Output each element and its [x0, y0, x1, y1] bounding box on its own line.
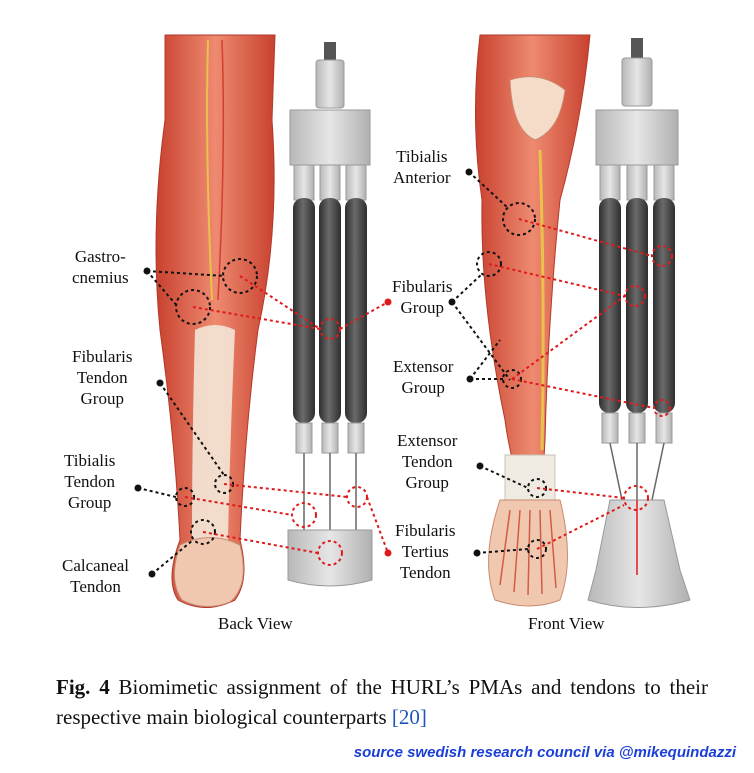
label-line: Calcaneal	[62, 556, 130, 575]
label-line: Group	[405, 473, 449, 492]
label-extensor-tendon-group: Extensor Tendon Group	[397, 430, 457, 493]
label-extensor-group: Extensor Group	[393, 356, 453, 398]
back-calcaneal-tendon-shape	[192, 325, 235, 544]
label-line: Tendon	[70, 577, 121, 596]
label-tibialis-tendon-group: Tibialis Tendon Group	[64, 450, 115, 513]
label-line: Tendon	[76, 368, 128, 387]
label-fibularis-group: Fibularis Group	[392, 276, 452, 318]
back-robot-foot	[287, 529, 373, 587]
front-robot-leg	[587, 38, 691, 608]
label-line: Group	[67, 493, 112, 512]
label-line: Fibularis	[395, 521, 456, 540]
label-line: Extensor	[397, 431, 458, 450]
back-actuator-center	[319, 198, 341, 423]
front-actuator-right	[653, 198, 675, 413]
leg-anatomy-figure	[134, 34, 691, 608]
figure-number: Fig. 4	[56, 675, 110, 699]
label-fibularis-tertius-tendon: Fibularis Tertius Tendon	[395, 520, 455, 583]
front-robot-foot	[587, 499, 691, 608]
label-line: cnemius	[72, 268, 129, 287]
back-heel-shape	[174, 537, 244, 607]
back-actuator-right	[345, 198, 367, 423]
front-ankle-wrap	[504, 454, 556, 501]
back-actuator-left	[293, 198, 315, 423]
robot-mapping-markers	[184, 218, 673, 566]
source-credit: source swedish research council via @mik…	[353, 744, 736, 761]
front-view-label: Front View	[528, 614, 605, 633]
back-view-label: Back View	[218, 614, 293, 633]
label-line: Tibialis	[396, 147, 448, 166]
label-line: Tertius	[401, 542, 449, 561]
label-line: Tendon	[399, 563, 451, 582]
label-line: Group	[401, 378, 445, 397]
label-line: Fibularis	[392, 277, 453, 296]
front-knee-shape	[509, 76, 566, 141]
label-line: Gastro-	[74, 247, 126, 266]
label-gastrocnemius: Gastro- cnemius	[72, 246, 129, 288]
label-calcaneal-tendon: Calcaneal Tendon	[62, 555, 129, 597]
citation-link[interactable]: [20]	[391, 705, 427, 729]
label-dots	[134, 168, 484, 578]
caption-text: Biomimetic assignment of the HURL’s PMAs…	[56, 675, 709, 729]
label-line: Tendon	[64, 472, 116, 491]
label-line: Anterior	[393, 168, 451, 187]
label-line: Tibialis	[64, 451, 116, 470]
label-line: Extensor	[393, 357, 454, 376]
back-leg-anatomy	[155, 34, 276, 608]
label-line: Group	[80, 389, 124, 408]
label-line: Fibularis	[72, 347, 133, 366]
front-leg-anatomy	[474, 34, 591, 607]
back-robot-leg	[287, 42, 373, 587]
figure-caption: Fig. 4 Biomimetic assignment of the HURL…	[56, 672, 708, 732]
label-line: Tendon	[401, 452, 453, 471]
anatomy-markers	[137, 171, 547, 575]
label-line: Group	[400, 298, 444, 317]
label-fibularis-tendon-group: Fibularis Tendon Group	[72, 346, 132, 409]
front-actuator-left	[599, 198, 621, 413]
label-tibialis-anterior: Tibialis Anterior	[393, 146, 451, 188]
